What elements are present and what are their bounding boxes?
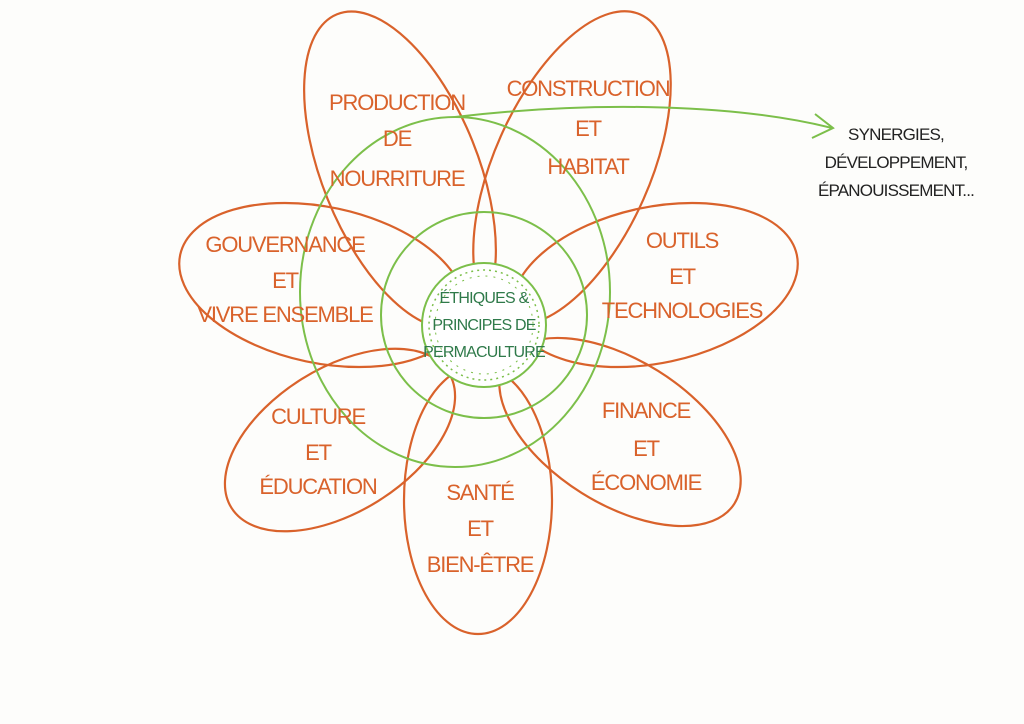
core-line-3: PERMACULTURE	[423, 344, 545, 361]
label-line: ÉDUCATION	[259, 474, 376, 499]
label-line: GOUVERNANCE	[205, 232, 365, 257]
outcome-line: ÉPANOUISSEMENT...	[818, 181, 974, 200]
label-line: CULTURE	[271, 404, 365, 429]
label-culture: CULTURE ET ÉDUCATION	[259, 404, 378, 499]
label-line: SANTÉ	[446, 480, 514, 505]
core-circle	[421, 262, 547, 388]
label-line: ET	[305, 440, 331, 465]
label-line: ET	[272, 268, 298, 293]
core-line-1: ÉTHIQUES &	[440, 288, 530, 307]
arrow-head-icon	[811, 113, 835, 139]
label-line: NOURRITURE	[330, 166, 465, 191]
label-line: ÉCONOMIE	[591, 470, 702, 495]
label-production: PRODUCTION DE NOURRITURE	[329, 90, 466, 191]
outcome-text: SYNERGIES, DÉVELOPPEMENT, ÉPANOUISSEMENT…	[818, 125, 975, 200]
core-dotted-ring	[428, 269, 540, 381]
label-finance: FINANCE ET ÉCONOMIE	[591, 398, 703, 495]
label-line: CONSTRUCTION	[507, 76, 670, 101]
label-line: HABITAT	[547, 154, 629, 179]
label-line: BIEN-ÊTRE	[427, 552, 534, 577]
label-sante: SANTÉ ET BIEN-ÊTRE	[427, 480, 535, 577]
label-line: ET	[467, 516, 493, 541]
label-line: FINANCE	[602, 398, 691, 423]
inner-green-ring	[380, 211, 588, 419]
label-line: VIVRE ENSEMBLE	[197, 302, 373, 327]
growth-arrow	[454, 105, 833, 129]
label-line: DE	[383, 126, 412, 151]
outcome-line: SYNERGIES,	[848, 125, 944, 144]
label-line: ET	[633, 436, 659, 461]
label-construction: CONSTRUCTION ET HABITAT	[507, 76, 671, 179]
label-line: TECHNOLOGIES	[602, 298, 763, 323]
core-line-2: PRINCIPES DE	[432, 317, 535, 334]
label-line: ET	[669, 264, 695, 289]
outcome-line: DÉVELOPPEMENT,	[825, 153, 968, 172]
label-gouvernance: GOUVERNANCE ET VIVRE ENSEMBLE	[197, 232, 374, 327]
label-outils: OUTILS ET TECHNOLOGIES	[602, 228, 764, 323]
label-line: PRODUCTION	[329, 90, 465, 115]
label-line: ET	[575, 116, 601, 141]
label-line: OUTILS	[646, 228, 719, 253]
core-dotted-ring-inner	[434, 275, 534, 375]
